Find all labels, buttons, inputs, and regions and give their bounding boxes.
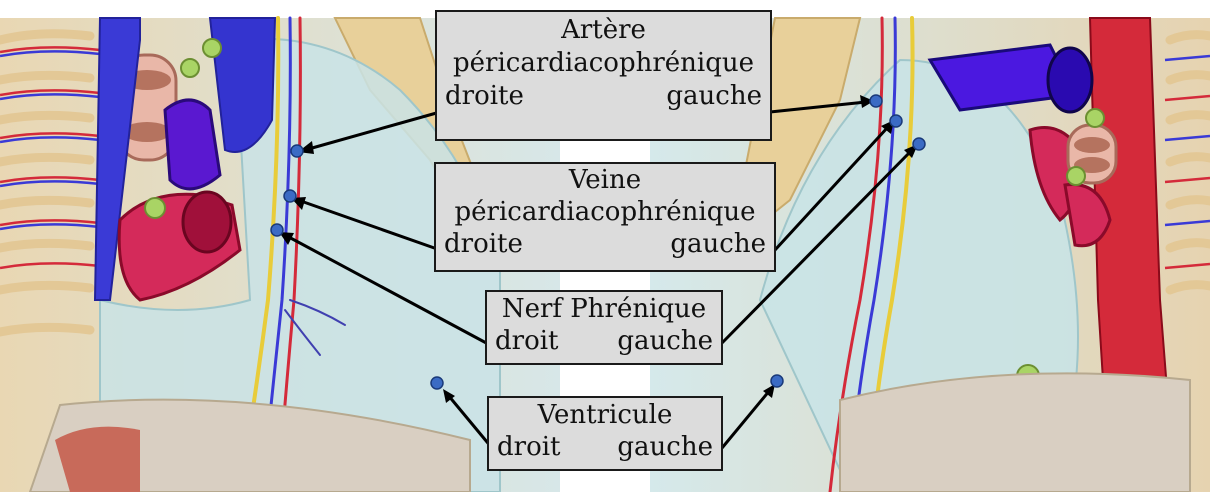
nerf-right: gauche — [617, 325, 713, 357]
veine-right: gauche — [670, 228, 766, 260]
marker-ventricule-gauche — [771, 375, 783, 387]
marker-veine-droite — [284, 190, 296, 202]
marker-artere-gauche — [870, 95, 882, 107]
label-ventricule: Ventricule droit gauche — [487, 396, 723, 471]
artere-right: gauche — [666, 80, 762, 113]
ventricule-left: droit — [497, 431, 561, 463]
marker-nerf-droit — [271, 224, 283, 236]
veine-title: Veine — [444, 164, 766, 196]
left-muscle — [55, 427, 140, 492]
label-veine: Veine péricardiacophrénique droite gauch… — [434, 162, 776, 272]
marker-nerf-gauche — [913, 138, 925, 150]
artere-subtitle: péricardiacophrénique — [445, 47, 762, 80]
ventricule-title: Ventricule — [497, 399, 713, 431]
marker-artere-droite — [291, 145, 303, 157]
artere-left: droite — [445, 80, 524, 113]
veine-left: droite — [444, 228, 523, 260]
artere-title: Artère — [445, 14, 762, 47]
left-pulmonary-vein — [165, 100, 220, 189]
marker-veine-gauche — [890, 115, 902, 127]
veine-subtitle: péricardiacophrénique — [444, 196, 766, 228]
nerf-left: droit — [495, 325, 559, 357]
label-artere: Artère péricardiacophrénique droite gauc… — [435, 10, 772, 141]
nerf-title: Nerf Phrénique — [495, 293, 713, 325]
marker-ventricule-droit — [431, 377, 443, 389]
right-diaphragm — [840, 373, 1190, 492]
ventricule-right: gauche — [617, 431, 713, 463]
label-nerf: Nerf Phrénique droit gauche — [485, 290, 723, 365]
